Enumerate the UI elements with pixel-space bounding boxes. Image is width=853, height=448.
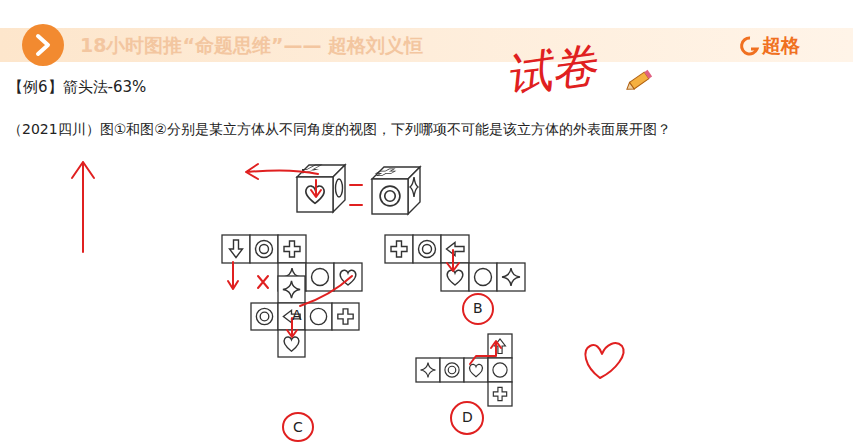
net-face bbox=[250, 235, 278, 263]
banner-title: 18小时图推“命题思维”—— 超格刘义恒 bbox=[80, 33, 423, 59]
handwritten-note: 试卷 bbox=[501, 34, 601, 108]
annotation-arrow bbox=[228, 262, 238, 289]
net-face bbox=[441, 235, 469, 263]
pencil-icon bbox=[625, 70, 653, 93]
face-symbol bbox=[256, 241, 273, 258]
chevron-icon bbox=[38, 36, 48, 54]
answer-circle bbox=[451, 402, 483, 434]
question-text: （2021四川）图①和图②分别是某立方体从不同角度的视图，下列哪项不可能是该立方… bbox=[8, 121, 671, 139]
option-letter: A bbox=[292, 307, 302, 323]
face-symbol bbox=[469, 364, 482, 376]
annotation-arrow bbox=[72, 162, 94, 252]
annotation bbox=[72, 162, 624, 441]
net-face bbox=[413, 235, 441, 263]
face-symbol bbox=[312, 269, 329, 286]
face-symbol bbox=[338, 309, 353, 324]
answer-circle bbox=[283, 413, 313, 441]
banner-button bbox=[22, 24, 64, 66]
net-face bbox=[469, 263, 497, 291]
logo-text: 超格 bbox=[762, 33, 800, 59]
annotation-arrow bbox=[246, 164, 318, 179]
annotation-cross bbox=[258, 276, 268, 288]
annotation-curve bbox=[300, 276, 352, 306]
net-face bbox=[278, 235, 306, 263]
net-face bbox=[440, 358, 464, 382]
annotation-arrow bbox=[470, 341, 501, 364]
net-face bbox=[278, 276, 305, 303]
face-symbol bbox=[391, 241, 407, 257]
net-face bbox=[251, 303, 278, 330]
annotation-arrow bbox=[447, 250, 459, 271]
face-symbol bbox=[419, 241, 436, 258]
net-face bbox=[488, 382, 512, 406]
option-letter: B bbox=[473, 300, 483, 316]
net-options bbox=[222, 235, 525, 406]
cube-view-2 bbox=[372, 167, 420, 214]
face-symbol bbox=[284, 337, 299, 351]
face-symbol bbox=[310, 308, 326, 324]
option-letter: D bbox=[462, 409, 473, 425]
net-face bbox=[332, 303, 359, 330]
option-letter: C bbox=[293, 419, 303, 435]
net-face bbox=[464, 358, 488, 382]
annotation-heart bbox=[585, 343, 623, 378]
net-face bbox=[385, 235, 413, 263]
net-face bbox=[497, 263, 525, 291]
example-heading: 【例6】箭头法-63% bbox=[8, 78, 146, 97]
net-face bbox=[306, 263, 334, 291]
face-symbol bbox=[447, 270, 463, 285]
face-symbol bbox=[256, 308, 272, 324]
face-symbol bbox=[284, 241, 300, 257]
face-symbol bbox=[230, 240, 243, 258]
face-symbol bbox=[421, 363, 436, 378]
answer-circle bbox=[463, 294, 493, 324]
banner-bar bbox=[0, 28, 853, 62]
annotation-mark bbox=[350, 185, 362, 205]
net-face bbox=[305, 303, 332, 330]
face-symbol bbox=[447, 243, 465, 256]
face-symbol bbox=[493, 363, 507, 377]
net-face bbox=[488, 358, 512, 382]
logo-icon bbox=[742, 38, 757, 54]
annotation-arrow bbox=[311, 180, 321, 197]
face-symbol bbox=[283, 281, 300, 298]
face-symbol bbox=[502, 268, 520, 286]
net-face bbox=[416, 358, 440, 382]
net-face bbox=[222, 235, 250, 263]
face-symbol bbox=[493, 387, 506, 400]
face-symbol bbox=[445, 363, 459, 377]
face-symbol bbox=[475, 269, 492, 286]
